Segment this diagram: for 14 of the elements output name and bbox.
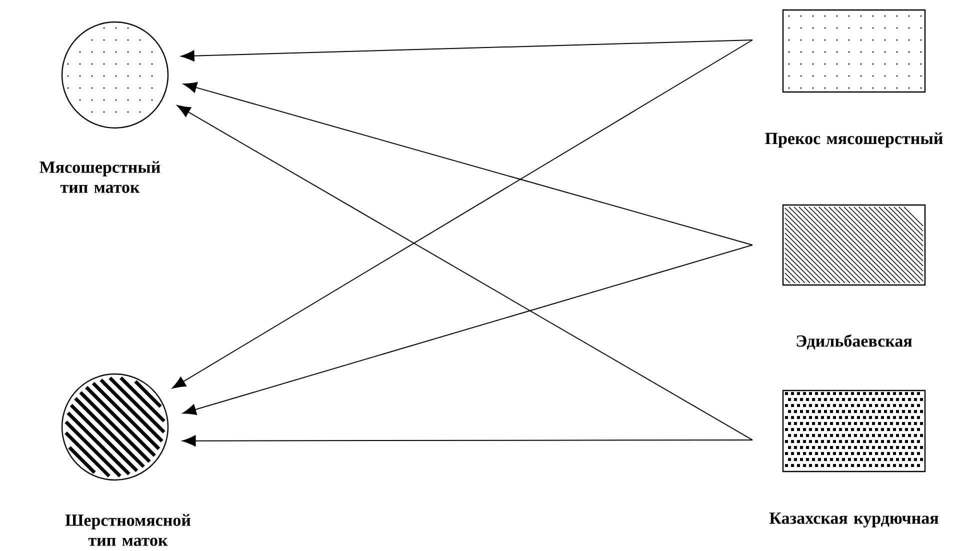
arrow — [172, 40, 753, 389]
pattern-box: Эдильбаевская — [782, 204, 926, 350]
node-label: Эдильбаевская — [796, 334, 912, 350]
node-label: Казахская курдючная — [769, 512, 938, 528]
arrow — [182, 435, 753, 446]
arrow — [183, 82, 753, 246]
pattern-box: Казахская курдючная — [769, 390, 938, 528]
arrow — [176, 105, 753, 440]
node-label: Шерстномясной тип маток — [65, 514, 191, 546]
arrow — [182, 244, 753, 415]
arrow — [180, 40, 753, 62]
node-label: Мясошерстный тип маток — [40, 161, 160, 193]
node-label: Прекос мясошерстный — [765, 132, 943, 148]
pattern-box: Прекос мясошерстный — [765, 9, 943, 148]
